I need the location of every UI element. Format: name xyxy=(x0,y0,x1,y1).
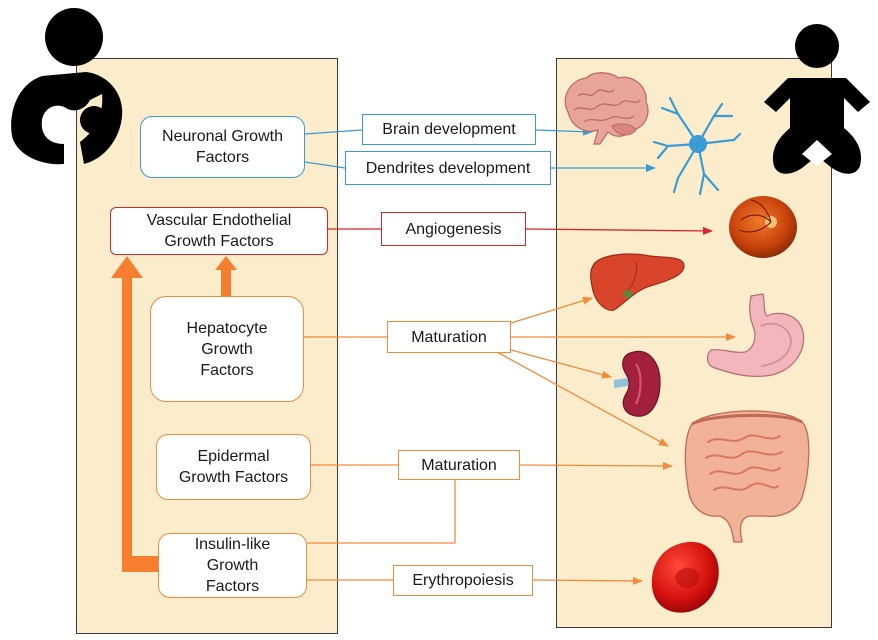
arrow-kidney xyxy=(510,349,612,379)
vascular-connectors xyxy=(328,226,713,235)
breastfeeding-mother-icon xyxy=(11,8,123,165)
angiogenesis-label: Angiogenesis xyxy=(381,212,526,246)
arrow-intestine-2 xyxy=(519,461,673,470)
arrow-liver xyxy=(510,296,593,324)
stomach-icon xyxy=(706,293,805,377)
thick-orange-arrows xyxy=(111,256,237,572)
intestine-icon xyxy=(684,410,810,543)
line-neuronal-dendrites xyxy=(304,161,346,169)
liver-icon xyxy=(590,253,685,311)
thick-arrow-hepato-to-vascular xyxy=(215,256,237,296)
arrow-brain xyxy=(535,127,593,136)
insulin-like-growth-factors: Insulin-like Growth Factors xyxy=(158,533,307,598)
arrow-intestine-1 xyxy=(496,351,669,447)
brain-development-label: Brain development xyxy=(362,114,536,145)
retina-icon xyxy=(729,196,797,258)
epidermal-growth-factors: Epidermal Growth Factors xyxy=(156,434,311,500)
neuronal-connectors xyxy=(304,127,656,172)
brain-icon xyxy=(564,72,649,145)
red-blood-cell-icon xyxy=(651,541,719,613)
maturation-label-epidermal: Maturation xyxy=(398,450,520,480)
orange-connectors xyxy=(304,296,736,585)
vascular-endothelial-growth-factors: Vascular Endothelial Growth Factors xyxy=(110,207,328,255)
dendrites-development-label: Dendrites development xyxy=(345,151,551,185)
line-neuronal-brain xyxy=(304,129,363,135)
arrow-rbc xyxy=(532,576,643,585)
neuron-icon xyxy=(652,96,742,196)
hepatocyte-growth-factors: Hepatocyte Growth Factors xyxy=(150,296,304,402)
erythropoiesis-label: Erythropoiesis xyxy=(393,565,533,596)
neuronal-growth-factors: Neuronal Growth Factors xyxy=(140,116,305,178)
arrow-eye xyxy=(525,226,713,235)
line-insulin-maturation xyxy=(307,480,456,544)
baby-icon xyxy=(764,24,870,174)
maturation-label-hepatocyte: Maturation xyxy=(387,321,511,353)
thick-arrow-insulin-to-vascular xyxy=(111,256,158,572)
kidney-icon xyxy=(614,350,661,417)
